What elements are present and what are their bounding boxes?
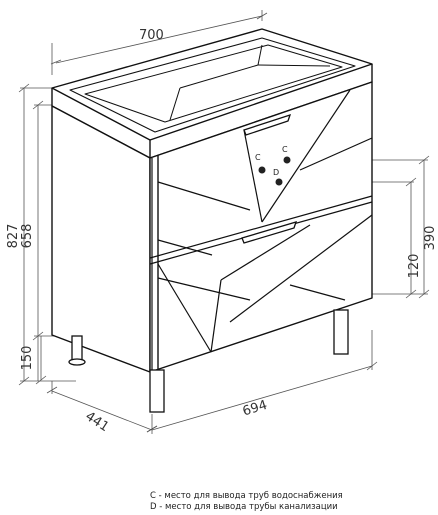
dim-d-height: 120 [407, 254, 422, 279]
connection-points: C C D [255, 145, 291, 186]
dim-width-top: 700 [139, 28, 164, 43]
dimension-labels: 700 827 658 150 441 694 390 120 [6, 28, 438, 435]
drawer-handles [241, 113, 298, 244]
c-label-right: C [282, 145, 288, 154]
dim-leg-height: 150 [20, 346, 35, 371]
back-left-leg [71, 335, 83, 363]
c-point-right [283, 156, 291, 164]
legs [68, 309, 349, 413]
legend-d: D - место для вывода трубы канализации [150, 502, 338, 512]
facade-pattern [157, 89, 373, 353]
legend-c: C - место для вывода труб водоснабжения [150, 491, 343, 501]
bottom-drawer-handle [241, 221, 298, 244]
cabinet-body [51, 81, 373, 373]
dim-width-bottom: 694 [241, 398, 269, 420]
top-drawer-handle [243, 113, 292, 136]
back-left-foot [68, 358, 86, 366]
dim-depth: 441 [82, 409, 111, 435]
dim-c-height: 390 [423, 226, 438, 251]
d-point [275, 178, 283, 186]
front-right-leg [333, 309, 349, 355]
dim-body-height: 658 [20, 224, 35, 249]
front-left-leg [149, 369, 165, 413]
cabinet-drawing: C C D 700 827 658 150 441 694 390 120 [6, 10, 438, 435]
c-point-left [258, 166, 266, 174]
legend: C - место для вывода труб водоснабжения … [150, 491, 343, 513]
d-label: D [273, 168, 279, 177]
dim-total-height: 827 [6, 224, 21, 249]
c-label-left: C [255, 153, 261, 162]
countertop [51, 28, 373, 159]
